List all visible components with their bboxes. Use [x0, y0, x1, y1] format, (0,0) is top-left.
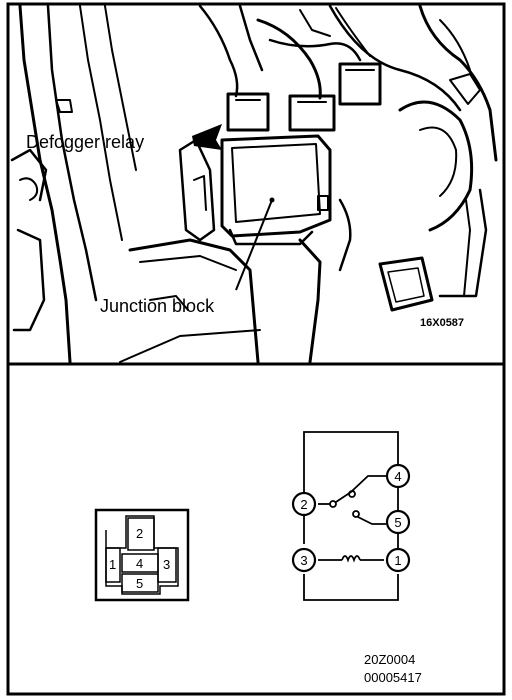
terminal-3-label: 3 [300, 553, 307, 568]
terminal-2-label: 2 [300, 497, 307, 512]
outer-frame [6, 2, 506, 696]
terminal-3 [291, 547, 317, 573]
relay-connector-face [94, 508, 190, 602]
pin-3 [157, 547, 177, 583]
terminal-1-label: 1 [394, 553, 401, 568]
pin-5 [121, 573, 159, 593]
pin-2-label: 2 [136, 526, 143, 541]
vehicle-illustration [10, 4, 498, 364]
defogger-relay-callout: Defogger relay [26, 132, 144, 152]
terminal-2 [291, 491, 317, 517]
pin-4-label: 4 [136, 556, 143, 571]
bottom-figure-code: 20Z0004 [364, 652, 415, 667]
pin-1-label: 1 [109, 557, 116, 572]
pin-5-label: 5 [136, 576, 143, 591]
relay-circuit [291, 431, 411, 601]
pin-2 [127, 517, 155, 551]
pin-1 [105, 547, 121, 583]
document-id: 00005417 [364, 670, 422, 685]
pin-3-label: 3 [163, 557, 170, 572]
terminal-5-label: 5 [394, 515, 401, 530]
junction-block-leader [235, 199, 273, 291]
top-figure-code: 16X0587 [420, 317, 464, 329]
junction-block-callout: Junction block [100, 296, 215, 316]
terminal-4 [385, 463, 411, 489]
defogger-relay-arrow [192, 124, 222, 150]
terminal-4-label: 4 [394, 469, 401, 484]
